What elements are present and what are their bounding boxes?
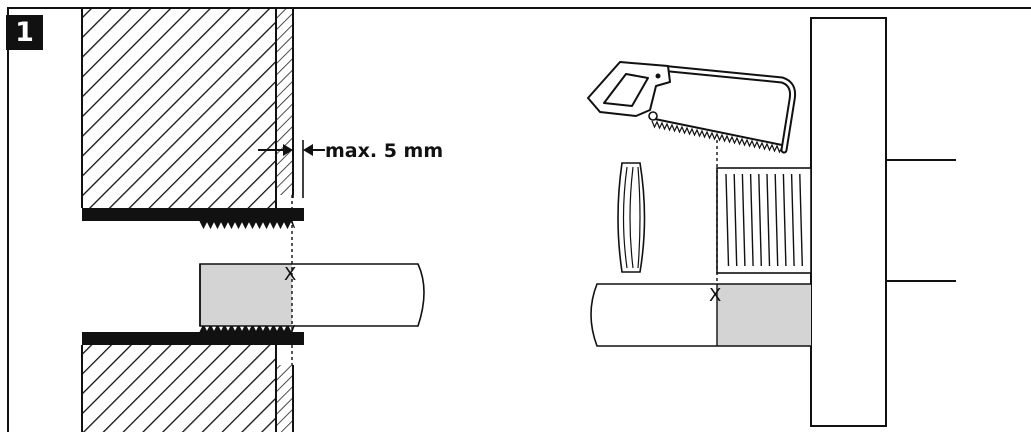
hacksaw-icon [587,61,796,154]
cut-mark-left: X [284,264,297,285]
pipe-left [199,263,425,327]
dimension-arrows [258,138,325,198]
sleeve-top [82,208,304,230]
wall-upper [81,8,294,208]
frame-border [7,7,1031,432]
wall-lower [81,345,294,432]
dimension-label: max. 5 mm [325,140,444,162]
cut-mark-right: X [709,285,722,306]
cutoff-piece [617,162,646,273]
flange-plate [810,17,956,427]
sleeve-bottom [82,323,304,345]
insulation-block [716,167,812,274]
pipe-right [590,283,811,347]
step-number-badge: 1 [6,15,43,50]
